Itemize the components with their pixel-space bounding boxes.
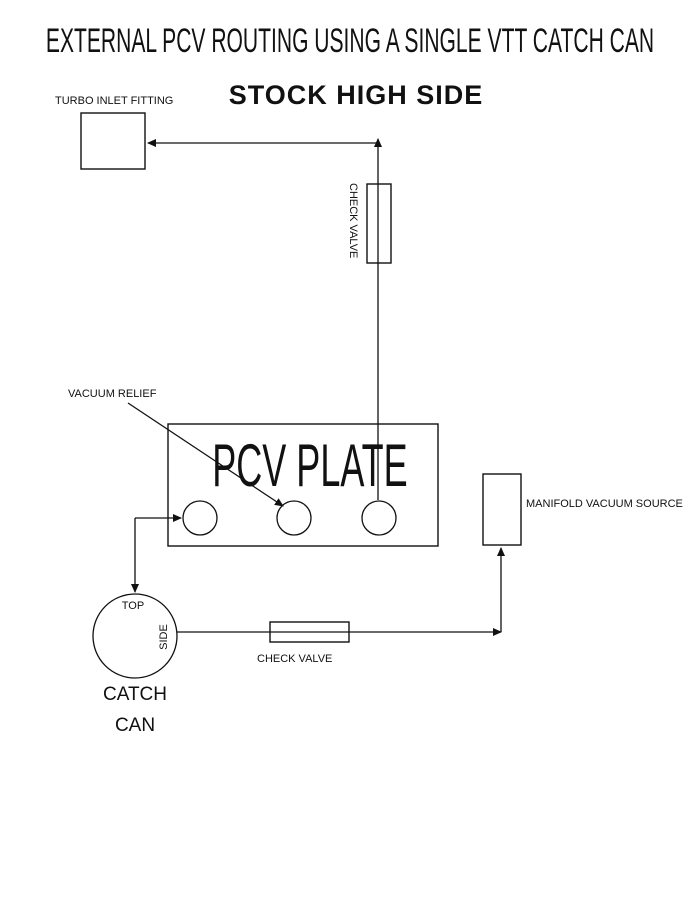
pcv-plate [167, 423, 439, 547]
turbo-inlet-label: TURBO INLET FITTING [55, 95, 173, 107]
catch-can-label-line2: CAN [115, 715, 155, 736]
catch-can-label-line1: CATCH [103, 684, 167, 705]
pcv-port-left [182, 500, 218, 536]
catch-can [92, 593, 178, 679]
pcv-plate-label: PCV PLATE [212, 433, 407, 500]
catch-can-side-label: SIDE [158, 624, 170, 650]
diagram-title: EXTERNAL PCV ROUTING USING A SINGLE VTT … [46, 21, 654, 59]
turbo-inlet-fitting [80, 112, 146, 170]
vacuum-relief-label: VACUUM RELIEF [68, 388, 157, 400]
catch-can-top-label: TOP [122, 600, 144, 612]
check-valve-horizontal-label: CHECK VALVE [257, 653, 332, 665]
vacuum-relief-leader [127, 402, 284, 507]
check-valve-vertical-label: CHECK VALVE [347, 183, 359, 258]
pcv-port-middle [276, 500, 312, 536]
manifold-vacuum-source [482, 473, 522, 546]
check-valve-vertical [366, 183, 392, 264]
pcv-port-right [361, 500, 397, 536]
manifold-vacuum-label: MANIFOLD VACUUM SOURCE [526, 498, 683, 510]
diagram-subtitle: STOCK HIGH SIDE [229, 80, 484, 110]
